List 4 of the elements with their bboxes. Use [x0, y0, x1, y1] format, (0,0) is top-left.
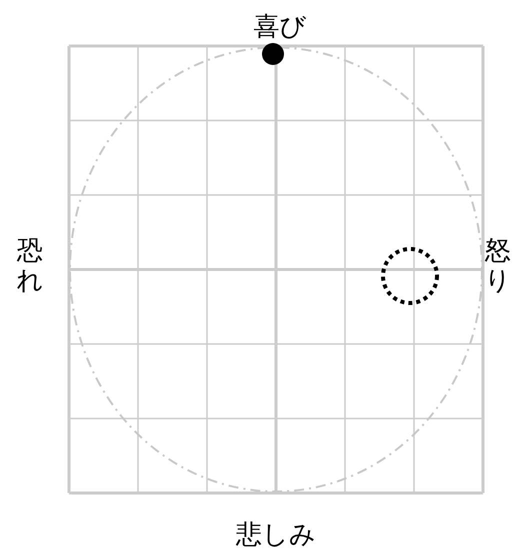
axis-label: 恐れ: [16, 236, 44, 296]
axis-label: 悲しみ: [234, 520, 317, 550]
axis-label: 怒り: [484, 236, 512, 296]
axis-label: 喜び: [252, 12, 308, 42]
